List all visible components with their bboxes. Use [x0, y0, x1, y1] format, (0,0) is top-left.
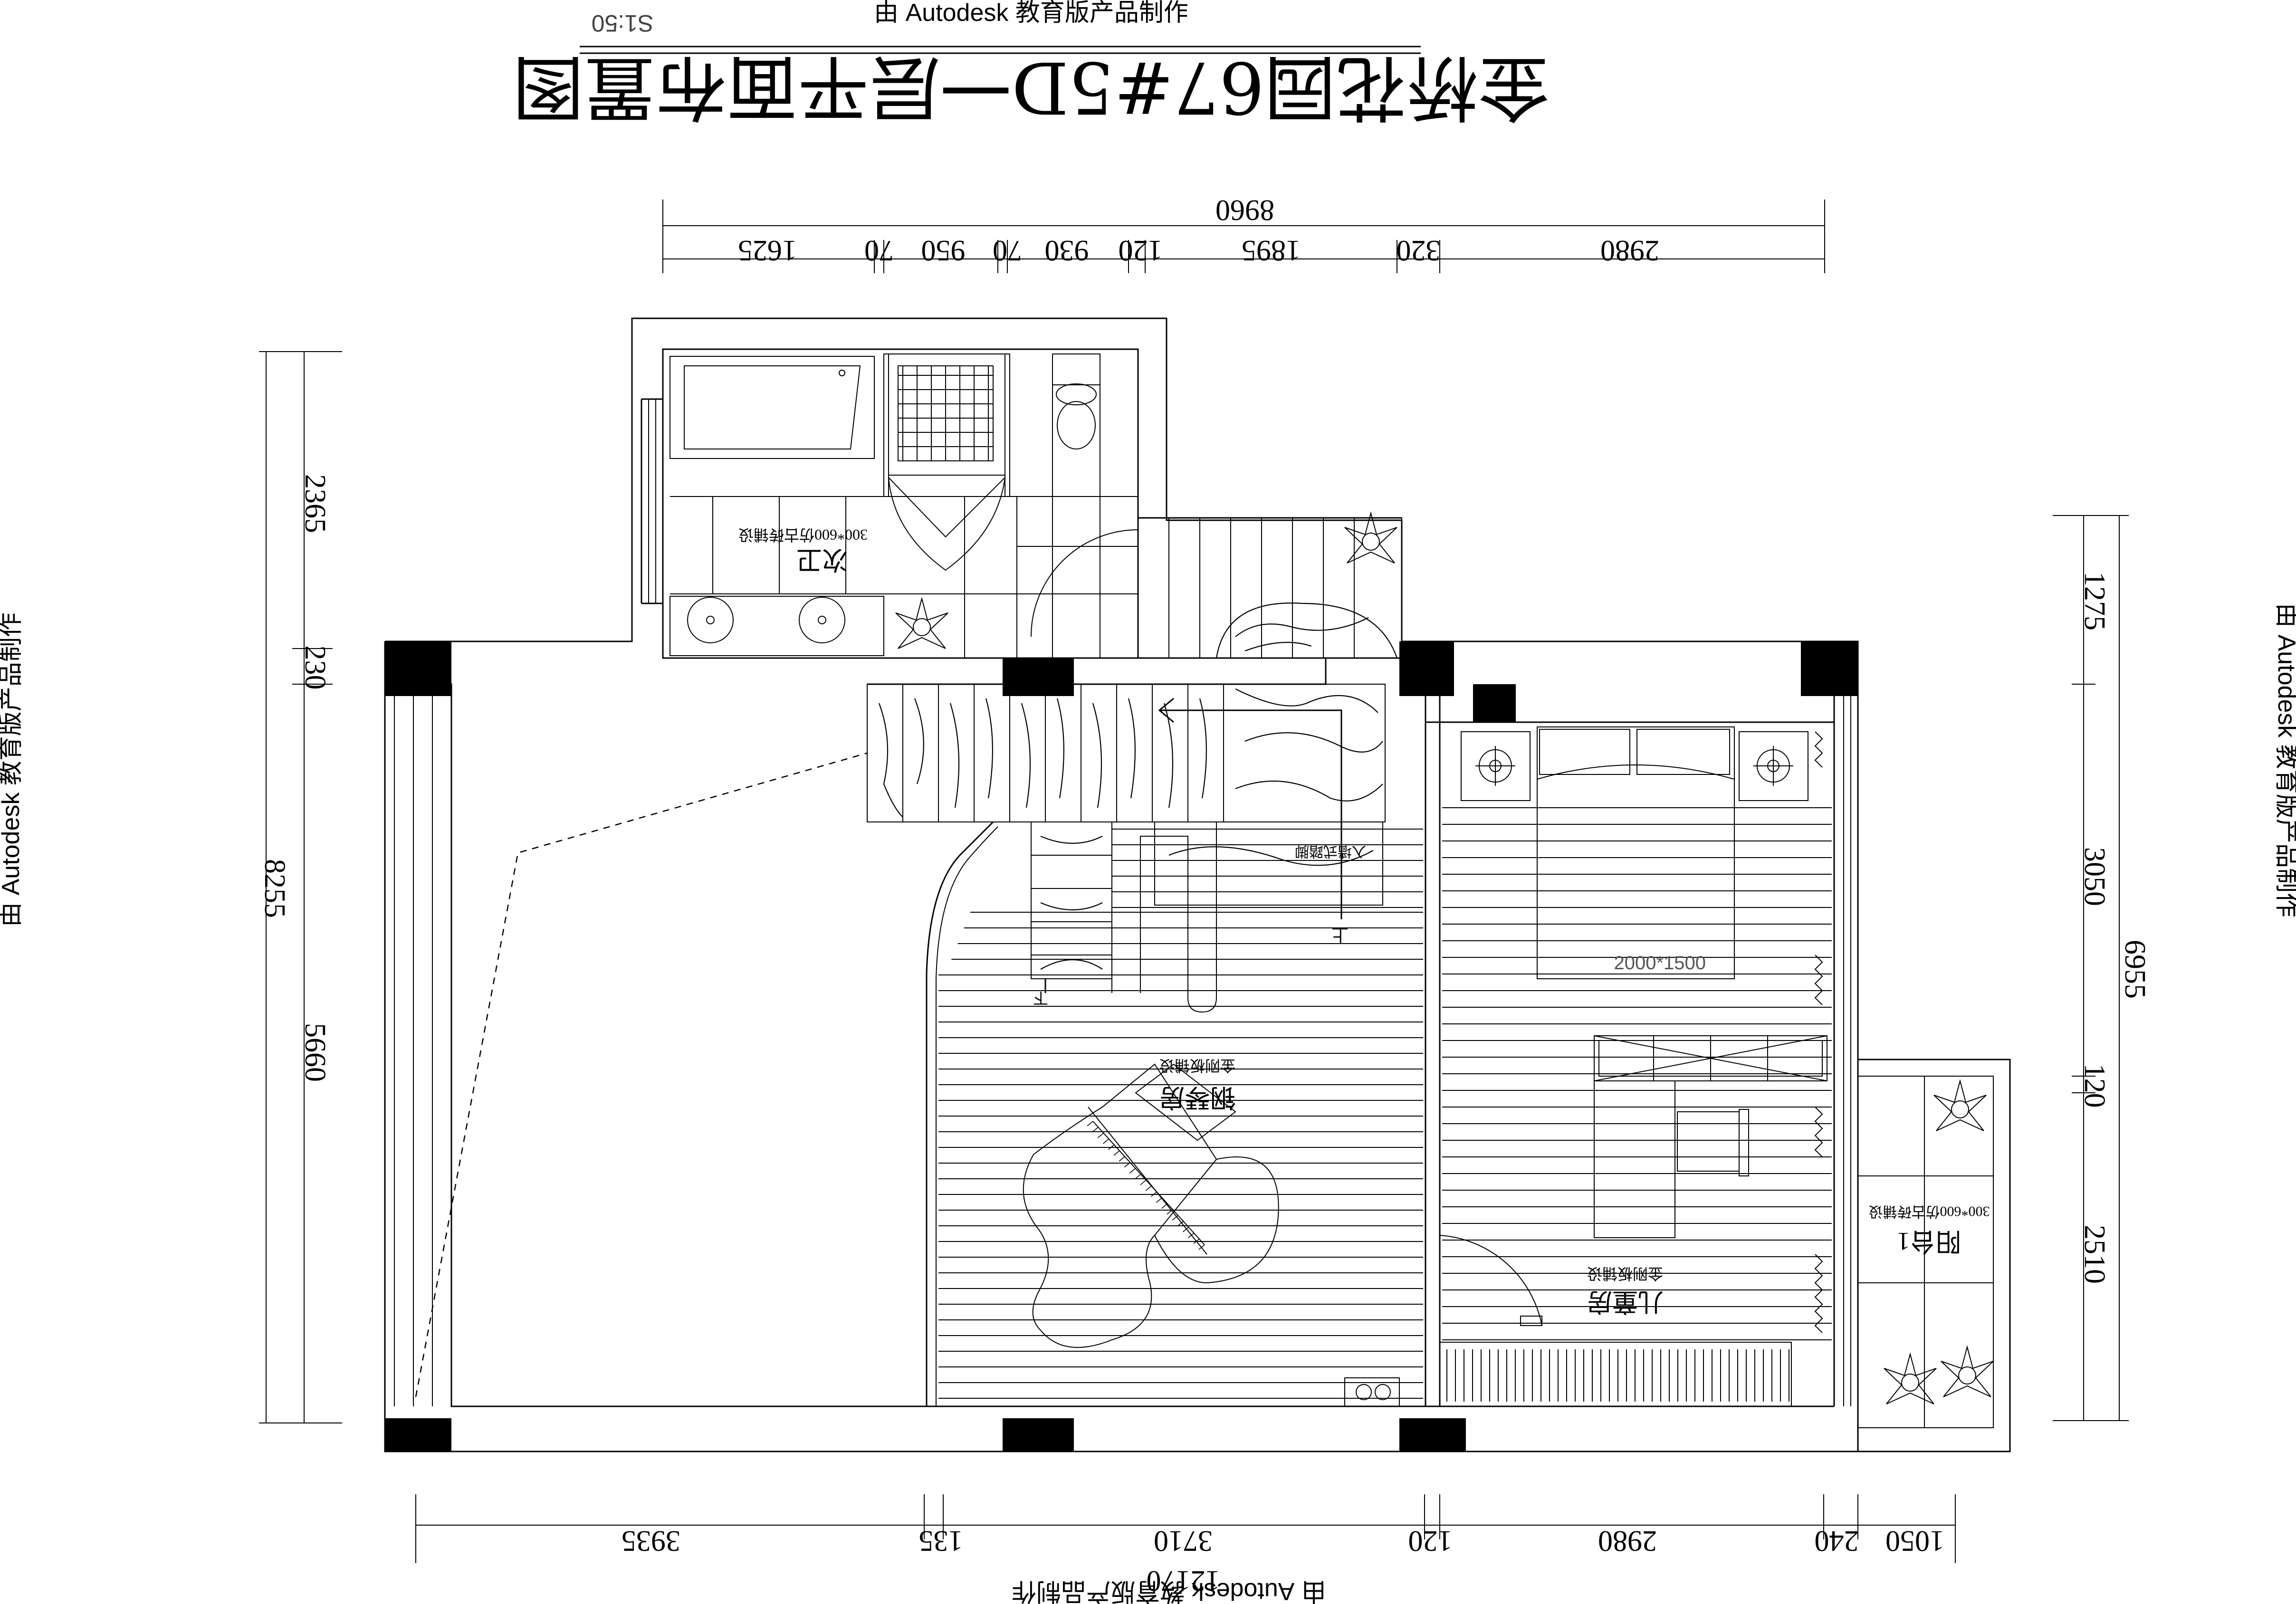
dim-bottom-3: 120: [1408, 1525, 1453, 1557]
kids-room: 2000*1500 儿童房 金刚板铺设: [1439, 726, 1832, 1407]
note-balcony: 300*600仿古砖铺设: [1869, 1203, 1990, 1219]
staircase: 上 下 入墙式踏脚: [867, 517, 1402, 1013]
dim-top-8: 2980: [1600, 234, 1659, 267]
dimension-left: 2365 230 5660 8255: [258, 351, 342, 1423]
watermark-bottom: 由 Autodesk 教育版产品制作: [1012, 1577, 1326, 1604]
dim-left-1: 230: [299, 646, 331, 690]
dim-bottom-0: 3935: [622, 1525, 680, 1557]
stair-down-label: 下: [1033, 990, 1048, 1007]
dimension-right: 1275 3050 120 2510 6955: [2053, 515, 2151, 1421]
room-label-piano-room: 钢琴房: [1159, 1083, 1236, 1112]
note-guest-bath: 300*600仿古砖铺设: [738, 526, 868, 544]
drawing-scale: S1:50: [592, 10, 654, 37]
watermark-right: 由 Autodesk 教育版产品制作: [2273, 603, 2296, 917]
dim-right-2: 120: [2078, 1064, 2111, 1108]
piano-room: 钢琴房 金刚板铺设: [415, 752, 1423, 1407]
plant-icon: [895, 511, 1994, 1404]
dim-right-total: 6955: [2119, 940, 2151, 999]
dim-bottom-2: 3710: [1154, 1525, 1213, 1557]
dim-bottom-5: 240: [1815, 1525, 1859, 1557]
dimension-bottom: 3935 135 3710 120 2980 240 1050 12170: [415, 1494, 1956, 1597]
room-label-kids-room: 儿童房: [1587, 1288, 1664, 1316]
dim-right-1: 3050: [2078, 847, 2111, 906]
note-piano-room: 金刚板铺设: [1159, 1057, 1235, 1074]
dim-bottom-total: 12170: [1147, 1565, 1220, 1597]
dim-left-0: 2365: [299, 474, 331, 533]
dim-right-3: 2510: [2078, 1225, 2111, 1284]
room-label-balcony: 阳台1: [1897, 1227, 1961, 1256]
guest-bath: 次卫 300*600仿古砖铺设: [670, 353, 1139, 658]
dim-top-1: 70: [864, 234, 894, 267]
dim-top-0: 1625: [738, 234, 797, 267]
dim-top-7: 320: [1397, 234, 1441, 267]
dim-top-4: 930: [1045, 234, 1089, 267]
dim-bottom-1: 135: [919, 1525, 963, 1557]
dim-left-2: 5660: [299, 1023, 331, 1082]
dimension-top: 8960 1625 70 950 70 930 120 1895 320 298…: [662, 194, 1825, 273]
drawing-title: 金桥花园67#5D一层平面布置图: [513, 46, 1550, 128]
watermark-top: 由 Autodesk 教育版产品制作: [874, 0, 1188, 27]
dim-top-5: 120: [1119, 234, 1163, 267]
dim-top-6: 1895: [1242, 234, 1301, 267]
note-kids-room: 金刚板铺设: [1587, 1265, 1663, 1282]
title-block: 由 Autodesk 教育版产品制作 S1:50 金桥花园67#5D一层平面布置…: [513, 0, 1550, 128]
room-label-guest-bath: 次卫: [796, 545, 848, 574]
dim-top-3: 70: [993, 234, 1022, 267]
dim-top-2: 950: [921, 234, 966, 267]
balcony: 阳台1 300*600仿古砖铺设: [1858, 1076, 1993, 1428]
dim-bottom-4: 2980: [1598, 1525, 1657, 1557]
stair-note: 入墙式踏脚: [1295, 843, 1366, 859]
dim-right-0: 1275: [2078, 572, 2111, 630]
structural-columns: [385, 641, 1858, 1451]
bed-size: 2000*1500: [1614, 953, 1706, 974]
dim-bottom-6: 1050: [1885, 1525, 1944, 1557]
dim-top-total: 8960: [1215, 194, 1274, 226]
watermark-left: 由 Autodesk 教育版产品制作: [0, 612, 25, 927]
dim-left-total: 8255: [258, 859, 291, 918]
